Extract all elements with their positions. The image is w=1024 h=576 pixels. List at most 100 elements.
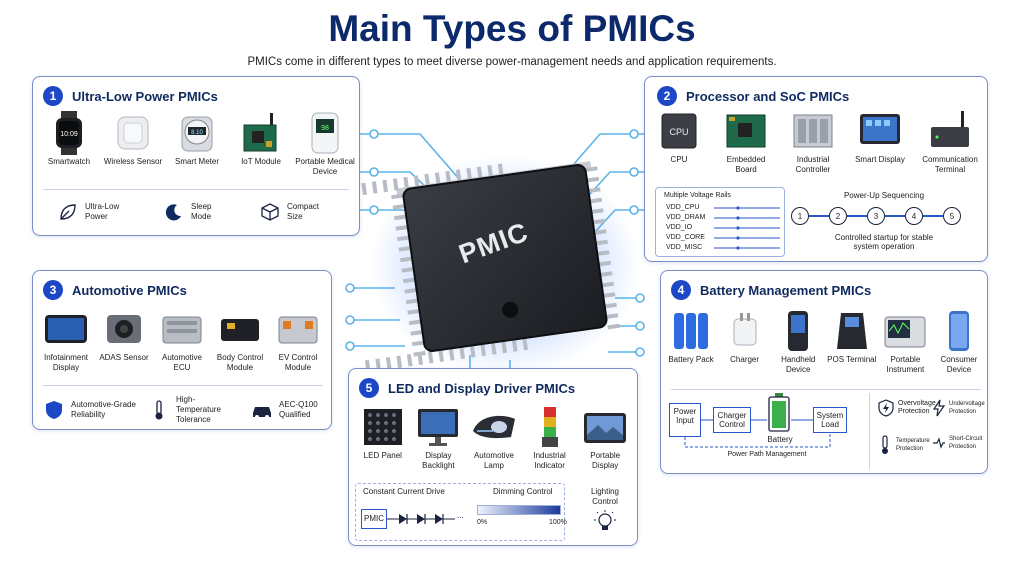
ccd-more: ... — [457, 511, 464, 520]
seq-note: Controlled startup for stable system ope… — [834, 233, 934, 251]
page-subtitle: PMICs come in different types to meet di… — [247, 56, 777, 68]
device-body-control: Body Control Module — [211, 307, 269, 373]
device-row: Battery Pack Charger Handheld Device POS… — [665, 309, 985, 375]
device-industrial-controller: Industrial Controller — [783, 109, 843, 175]
chip-pin — [408, 319, 422, 326]
device-label: Industrial Indicator — [533, 451, 566, 470]
seq-step: 1 — [791, 207, 809, 225]
seq-step: 2 — [829, 207, 847, 225]
chip-pin — [434, 172, 441, 185]
chip-pin — [398, 246, 411, 252]
flow-system-load: System Load — [813, 407, 847, 433]
adas-sensor-icon — [107, 315, 141, 343]
device-smart-display: Smart Display — [850, 109, 910, 175]
page-title: Main Types of PMICs — [328, 8, 696, 49]
charger-icon — [733, 313, 757, 346]
lighting-title: Lighting Control — [590, 487, 620, 506]
cpu-icon: CPU — [661, 113, 697, 149]
device-label: Portable Instrument — [886, 355, 925, 374]
device-label: Automotive ECU — [161, 353, 203, 372]
feature-ultra-low-power: Ultra-Low Power — [57, 201, 129, 223]
chip-pin — [466, 167, 472, 181]
chip-pin — [601, 281, 614, 288]
device-charger: Charger — [719, 309, 771, 375]
chip-pin — [490, 342, 497, 355]
feature-aec-q100: AEC-Q100 Qualified — [251, 395, 323, 425]
chip-pin — [394, 214, 407, 221]
cpu-text: CPU — [669, 127, 688, 137]
flow-arrows — [684, 419, 831, 448]
device-label: Consumer Device — [940, 355, 978, 374]
ev-control-module-icon — [278, 316, 318, 344]
protection-grid: Overvoltage Protection Undervoltage Prot… — [869, 393, 985, 469]
thermometer-icon — [155, 400, 163, 420]
chip-pin — [487, 164, 493, 178]
chip-pin — [400, 256, 413, 263]
rail-label: VDD_IO — [666, 224, 693, 231]
chip-pin — [594, 229, 607, 235]
device-automotive-ecu: Automotive ECU — [153, 307, 211, 373]
seq-step: 3 — [867, 207, 885, 225]
feature-sleep-mode: Sleep Mode — [163, 201, 225, 223]
chip-pin — [501, 340, 507, 354]
chip-pin — [588, 187, 601, 193]
dimming-max: 100% — [549, 519, 567, 526]
portable-instrument-icon — [884, 316, 926, 348]
chip-pin — [589, 197, 603, 204]
chip-pin — [385, 356, 392, 370]
dimming-gradient-bar — [477, 505, 561, 515]
chip-pin — [476, 166, 483, 179]
feature-row: Ultra-Low Power Sleep Mode Compact Size — [57, 201, 327, 223]
drive-dimming-box — [355, 483, 565, 541]
panel-title: Processor and SoC PMICs — [686, 88, 850, 104]
chip-pin — [411, 340, 425, 347]
dimming-title: Dimming Control — [493, 487, 553, 496]
device-label: Display Backlight — [422, 451, 455, 470]
power-path-flow: Power Input Charger Control Battery Syst… — [667, 393, 863, 467]
chip-pin — [586, 176, 600, 183]
chip-pin — [598, 260, 611, 267]
device-handheld: Handheld Device — [772, 309, 824, 375]
consumer-device-icon — [948, 311, 969, 351]
pos-terminal-icon — [836, 313, 867, 349]
headlamp-icon — [472, 415, 515, 439]
battery-icon — [768, 393, 790, 432]
device-row: Infotainment Display ADAS Sensor Automot… — [37, 307, 327, 373]
device-embedded-board: Embedded Board — [716, 109, 776, 175]
chip-pin — [410, 330, 423, 336]
chip-pin — [392, 178, 399, 191]
chip-pin — [424, 173, 431, 187]
device-smartwatch: 10:09 Smartwatch — [39, 111, 99, 177]
feature-high-temperature: High-Temperature Tolerance — [148, 395, 240, 425]
seq-step: 5 — [943, 207, 961, 225]
device-label: Infotainment Display — [43, 353, 89, 372]
monitor-icon — [418, 409, 459, 446]
device-portable-instrument: Portable Instrument — [879, 309, 931, 375]
device-label: LED Panel — [363, 451, 402, 460]
device-communication-terminal: Communication Terminal — [917, 109, 983, 175]
chip-pin — [401, 267, 414, 273]
device-led-panel: LED Panel — [355, 405, 411, 471]
divider — [671, 389, 981, 390]
tablet-icon — [584, 413, 627, 443]
seq-steps: 1 2 3 4 5 — [791, 207, 961, 225]
moon-icon — [165, 204, 181, 221]
chip-pin — [600, 271, 613, 277]
chip-pin — [361, 182, 368, 196]
iot-module-icon — [243, 113, 277, 152]
seq-step: 4 — [905, 207, 923, 225]
device-label: EV Control Module — [278, 353, 318, 372]
medical-device-icon: 98 — [311, 112, 339, 154]
device-label: Body Control Module — [216, 353, 264, 372]
chip-pin — [413, 351, 426, 357]
device-row: LED Panel Display Backlight Automotive L… — [355, 405, 633, 471]
device-consumer: Consumer Device — [933, 309, 985, 375]
seq-title: Power-Up Sequencing — [843, 191, 925, 200]
device-row: 10:09 Smartwatch Wireless Sensor 8.10 Sm… — [39, 111, 355, 177]
led-panel-icon — [363, 409, 402, 445]
device-ev-control: EV Control Module — [269, 307, 327, 373]
device-portable-display: Portable Display — [577, 405, 633, 471]
infotainment-icon — [45, 315, 87, 343]
voltage-rails-box: Multiple Voltage Rails VDD_CPU VDD_DRAM … — [655, 187, 785, 257]
device-pos-terminal: POS Terminal — [826, 309, 878, 375]
